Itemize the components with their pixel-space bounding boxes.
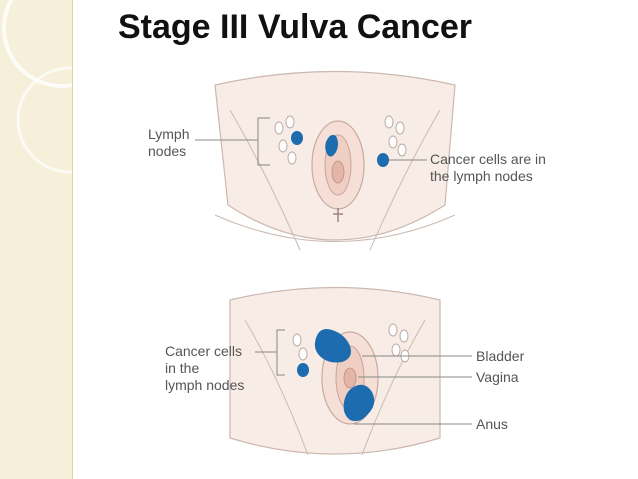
- top-lymph-nodes-label: Lymph nodes: [148, 126, 190, 160]
- top-cancer-mass-center: [325, 134, 338, 157]
- slide-title: Stage III Vulva Cancer: [118, 8, 472, 46]
- top-vaginal-opening: [331, 160, 345, 184]
- top-cancer-cells-label-line2: the lymph nodes: [430, 168, 533, 184]
- vagina-label: Vagina: [476, 369, 519, 385]
- top-thigh-crease-right: [369, 109, 441, 251]
- bottom-cancer-cells-label: Cancer cells in the lymph nodes: [165, 343, 244, 394]
- top-cancer-cells-label-line1: Cancer cells are in: [430, 151, 546, 167]
- bottom-cancer-mass-upper: [314, 329, 351, 363]
- bladder-label: Bladder: [476, 348, 525, 364]
- top-thigh-crease-left: [229, 109, 301, 251]
- anus-label: Anus: [476, 416, 508, 432]
- top-lymph-nodes-label-line1: Lymph: [148, 126, 190, 142]
- bottom-thigh-crease-right: [361, 319, 426, 456]
- top-lymph-nodes-left: [274, 115, 297, 165]
- bottom-cancer-node-left: [297, 363, 309, 377]
- bottom-cancer-cells-label-line1: Cancer cells: [165, 343, 243, 359]
- top-cancer-node-right: [377, 153, 389, 167]
- slide-sidebar-decoration: [0, 0, 73, 479]
- bottom-lymph-nodes-right: [388, 323, 410, 363]
- top-hip-line: [214, 214, 456, 242]
- top-lymph-nodes-label-line2: nodes: [148, 143, 187, 159]
- bottom-cancer-cells-label-line3: lymph nodes: [165, 377, 245, 393]
- bottom-diagram-illustration: [229, 286, 472, 456]
- top-diagram-illustration: [195, 70, 456, 251]
- top-left-bracket: [257, 117, 270, 166]
- bottom-cancer-mass-lower: [343, 384, 375, 422]
- top-cancer-node-left: [291, 131, 303, 145]
- top-cancer-cells-label: Cancer cells are in the lymph nodes: [430, 151, 546, 185]
- top-anus-mark: [333, 208, 343, 222]
- bottom-lymph-nodes-left: [292, 333, 308, 361]
- bottom-cancer-cells-label-line2: in the: [165, 360, 200, 376]
- top-lymph-nodes-right: [384, 115, 407, 157]
- sidebar-ring-ornament: [2, 0, 72, 174]
- bottom-thigh-crease-left: [244, 319, 309, 456]
- bottom-vaginal-opening: [343, 367, 357, 389]
